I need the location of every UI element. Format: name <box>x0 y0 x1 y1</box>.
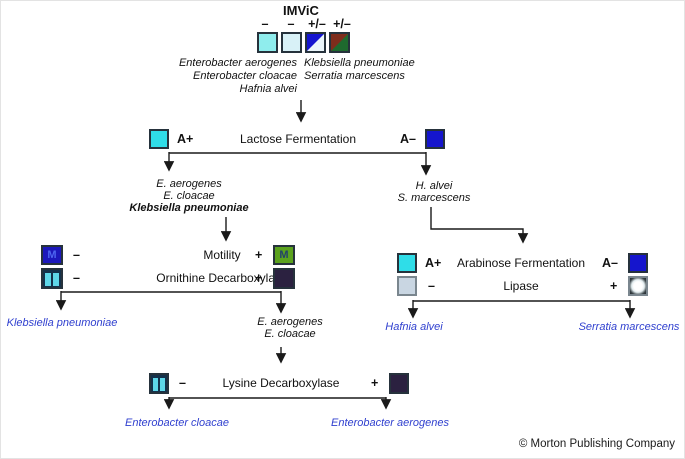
tube-bar <box>45 273 51 286</box>
lactose-positive-tube <box>149 129 169 149</box>
branch-h-alvei: H. alvei <box>415 180 453 192</box>
lactose-neg-label: A– <box>400 132 416 146</box>
motility-pos-letter: M <box>279 249 289 261</box>
result-enterobacter-aerogenes: Enterobacter aerogenes <box>330 417 450 429</box>
lipase-negative-plate <box>397 276 417 296</box>
tube-bar <box>160 378 165 391</box>
species-klebsiella-pneumoniae: Klebsiella pneumoniae <box>304 57 415 69</box>
lipase-test-label: Lipase <box>503 279 539 293</box>
elbow-to-arabinose <box>430 207 529 244</box>
species-enterobacter-cloacae: Enterobacter cloacae <box>193 70 297 82</box>
lysine-neg-sign: – <box>179 376 186 390</box>
species-hafnia-alvei: Hafnia alvei <box>239 83 297 95</box>
lipase-pos-sign: + <box>610 279 618 293</box>
imvic-tube-1 <box>257 32 278 53</box>
imvic-sign-3: +/– <box>308 17 326 31</box>
imvic-tube-4 <box>329 32 350 53</box>
motility-negative-tube: M <box>41 245 63 265</box>
imvic-sign-1: – <box>261 17 269 31</box>
imvic-sign-2: – <box>287 17 295 31</box>
result-enterobacter-cloacae: Enterobacter cloacae <box>125 417 229 429</box>
branch-e-cloacae: E. cloacae <box>163 190 215 202</box>
lipase-neg-sign: – <box>428 279 435 293</box>
lysine-test-label: Lysine Decarboxylase <box>222 376 340 390</box>
motility-neg-letter: M <box>47 249 57 261</box>
branch-orn-pos-e-cloacae: E. cloacae <box>264 328 316 340</box>
imvic-sign-4: +/– <box>333 17 351 31</box>
lysine-pos-sign: + <box>371 376 379 390</box>
motility-test-label: Motility <box>203 248 241 262</box>
ornithine-positive-tube <box>273 268 295 289</box>
arabinose-neg-label: A– <box>602 256 618 270</box>
species-serratia-marcescens: Serratia marcescens <box>304 70 405 82</box>
ornithine-pos-sign: + <box>255 271 263 285</box>
ornithine-negative-tube <box>41 268 63 289</box>
motility-neg-sign: – <box>73 248 80 262</box>
imvic-tube-3 <box>305 32 326 53</box>
lactose-pos-label: A+ <box>177 132 194 146</box>
species-enterobacter-aerogenes: Enterobacter aerogenes <box>178 57 297 69</box>
copyright-notice: © Morton Publishing Company <box>518 438 675 450</box>
lactose-test-label: Lactose Fermentation <box>239 132 357 146</box>
lipase-positive-plate <box>628 276 648 296</box>
ornithine-test-label: Ornithine Decarboxylase <box>156 271 288 285</box>
branch-orn-pos-e-aerogenes: E. aerogenes <box>257 316 323 328</box>
lactose-negative-tube <box>425 129 445 149</box>
arabinose-negative-tube <box>628 253 648 273</box>
ornithine-neg-sign: – <box>73 271 80 285</box>
imvic-tube-2 <box>281 32 302 53</box>
motility-positive-tube: M <box>273 245 295 265</box>
arabinose-test-label: Arabinose Fermentation <box>456 256 586 270</box>
branch-e-aerogenes: E. aerogenes <box>156 178 222 190</box>
lysine-negative-tube <box>149 373 169 394</box>
branch-klebsiella-pneumoniae: Klebsiella pneumoniae <box>129 202 249 214</box>
tube-bar <box>53 273 59 286</box>
tube-bar <box>153 378 158 391</box>
imvic-title: IMViC <box>283 3 319 18</box>
arabinose-positive-tube <box>397 253 417 273</box>
lysine-positive-tube <box>389 373 409 394</box>
arabinose-pos-label: A+ <box>425 256 442 270</box>
result-serratia-marcescens: Serratia marcescens <box>578 321 680 333</box>
branch-s-marcescens: S. marcescens <box>397 192 471 204</box>
result-klebsiella-pneumoniae: Klebsiella pneumoniae <box>6 317 118 329</box>
result-hafnia-alvei: Hafnia alvei <box>385 321 443 333</box>
motility-pos-sign: + <box>255 248 263 262</box>
